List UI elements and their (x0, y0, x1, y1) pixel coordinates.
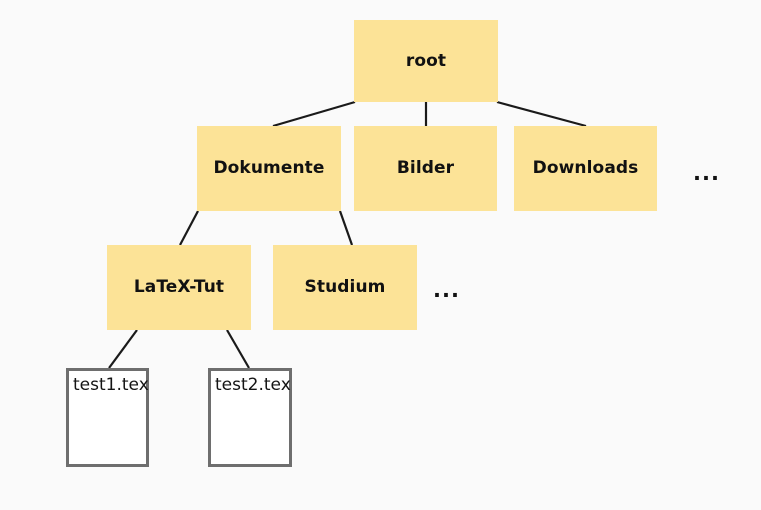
edge-dokumente-to-latextut (179, 210, 199, 246)
node-latex-tut[interactable]: LaTeX-Tut (107, 245, 251, 330)
edge-root-to-downloads (496, 100, 587, 128)
node-downloads-label: Downloads (532, 158, 639, 178)
node-test1-tex[interactable]: test1.tex (66, 368, 149, 467)
node-dokumente[interactable]: Dokumente (197, 126, 341, 211)
edge-latextut-to-test2 (226, 329, 250, 369)
edge-latextut-to-test1 (108, 329, 138, 369)
ellipsis-level1-more: ... (693, 161, 720, 185)
ellipsis-level2-more: ... (433, 278, 460, 302)
node-latex-tut-label: LaTeX-Tut (133, 277, 225, 297)
node-studium[interactable]: Studium (273, 245, 417, 330)
node-studium-label: Studium (304, 277, 386, 297)
node-bilder[interactable]: Bilder (354, 126, 497, 211)
node-test1-tex-label: test1.tex (73, 375, 149, 395)
node-test2-tex[interactable]: test2.tex (208, 368, 292, 467)
edge-root-to-dokumente (272, 100, 356, 128)
node-downloads[interactable]: Downloads (514, 126, 657, 211)
node-bilder-label: Bilder (396, 158, 455, 178)
node-root[interactable]: root (354, 20, 498, 102)
node-test2-tex-label: test2.tex (215, 375, 291, 395)
node-root-label: root (405, 50, 447, 71)
node-dokumente-label: Dokumente (213, 158, 325, 178)
edge-dokumente-to-studium (338, 210, 354, 246)
